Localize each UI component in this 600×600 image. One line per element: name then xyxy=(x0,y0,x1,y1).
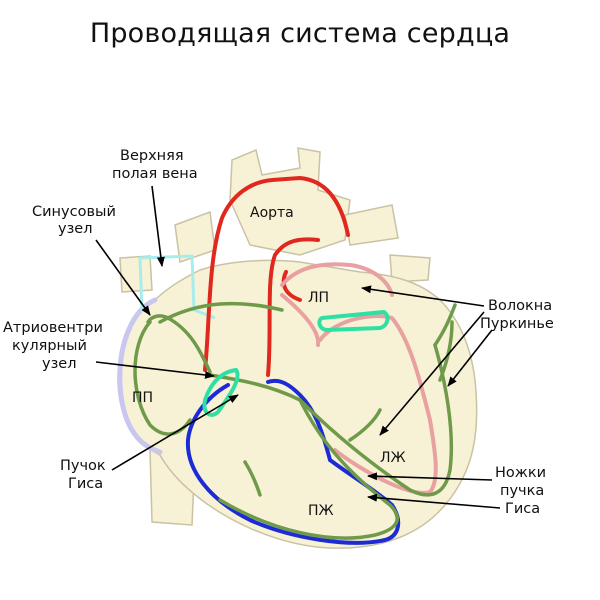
purkinje-fiber-4 xyxy=(243,460,262,497)
left-heart-outline xyxy=(280,262,438,495)
arrow-av-node xyxy=(95,361,215,379)
internodal-pathway-2 xyxy=(166,316,212,374)
svg-text:узел: узел xyxy=(58,221,92,237)
svg-text:Пучок: Пучок xyxy=(60,458,106,474)
arrow-svc xyxy=(151,185,165,267)
label-ra: ПП xyxy=(132,390,153,406)
pulmonary-artery-right xyxy=(344,204,399,246)
svg-text:узел: узел xyxy=(42,356,76,372)
pulmonary-artery-left xyxy=(174,210,216,264)
label-bundle-branches: Ножки пучка Гиса xyxy=(495,465,546,517)
leader-arrows xyxy=(95,185,501,509)
label-purkinje: Волокна Пуркинье xyxy=(480,298,554,332)
label-av-node: Атриовентри кулярный узел xyxy=(3,320,103,372)
svg-text:Волокна: Волокна xyxy=(488,298,552,314)
right-atrium-outline xyxy=(117,297,163,455)
purkinje-fiber-1 xyxy=(433,303,457,347)
label-lv: ЛЖ xyxy=(380,450,406,466)
purkinje-fiber-3 xyxy=(348,408,382,442)
pulmonary-vein-left xyxy=(119,255,153,293)
arrow-his-bundle xyxy=(111,394,239,471)
arrow-bundle-right xyxy=(367,493,501,509)
label-la: ЛП xyxy=(308,290,329,306)
label-rv: ПЖ xyxy=(308,503,334,519)
arrow-purkinje-2 xyxy=(379,311,485,436)
label-svc: Верхняя полая вена xyxy=(112,148,198,182)
right-bundle-branch xyxy=(218,398,399,540)
svg-text:Атриовентри: Атриовентри xyxy=(3,320,103,336)
svg-text:Пуркинье: Пуркинье xyxy=(480,316,554,332)
pulmonary-vein-right-1 xyxy=(389,254,431,283)
arrow-bundle-left xyxy=(367,472,493,481)
svg-text:полая вена: полая вена xyxy=(112,166,198,182)
av-node-highlight xyxy=(202,367,240,417)
svg-text:Гиса: Гиса xyxy=(68,476,103,492)
svg-text:пучка: пучка xyxy=(500,483,544,499)
label-aorta: Аорта xyxy=(250,205,294,221)
diagram-title: Проводящая система сердца xyxy=(89,18,511,49)
internodal-pathway-3 xyxy=(158,301,284,324)
left-bundle-branch xyxy=(298,343,454,497)
svg-text:Верхняя: Верхняя xyxy=(120,148,184,164)
purkinje-fiber-2 xyxy=(438,320,454,382)
mitral-ring xyxy=(317,309,390,333)
arrow-purkinje-1 xyxy=(361,285,485,307)
arrow-sa-node xyxy=(95,239,151,316)
pulmonary-trunk xyxy=(229,147,351,256)
svg-text:Гиса: Гиса xyxy=(505,501,540,517)
svg-text:Ножки: Ножки xyxy=(495,465,546,481)
arrow-purkinje-3 xyxy=(447,329,493,387)
label-his-bundle: Пучок Гиса xyxy=(60,458,106,492)
label-sa-node: Синусовый узел xyxy=(32,204,116,237)
svg-text:кулярный: кулярный xyxy=(12,338,87,354)
svg-text:Синусовый: Синусовый xyxy=(32,204,116,220)
aorta-outline xyxy=(203,175,350,377)
